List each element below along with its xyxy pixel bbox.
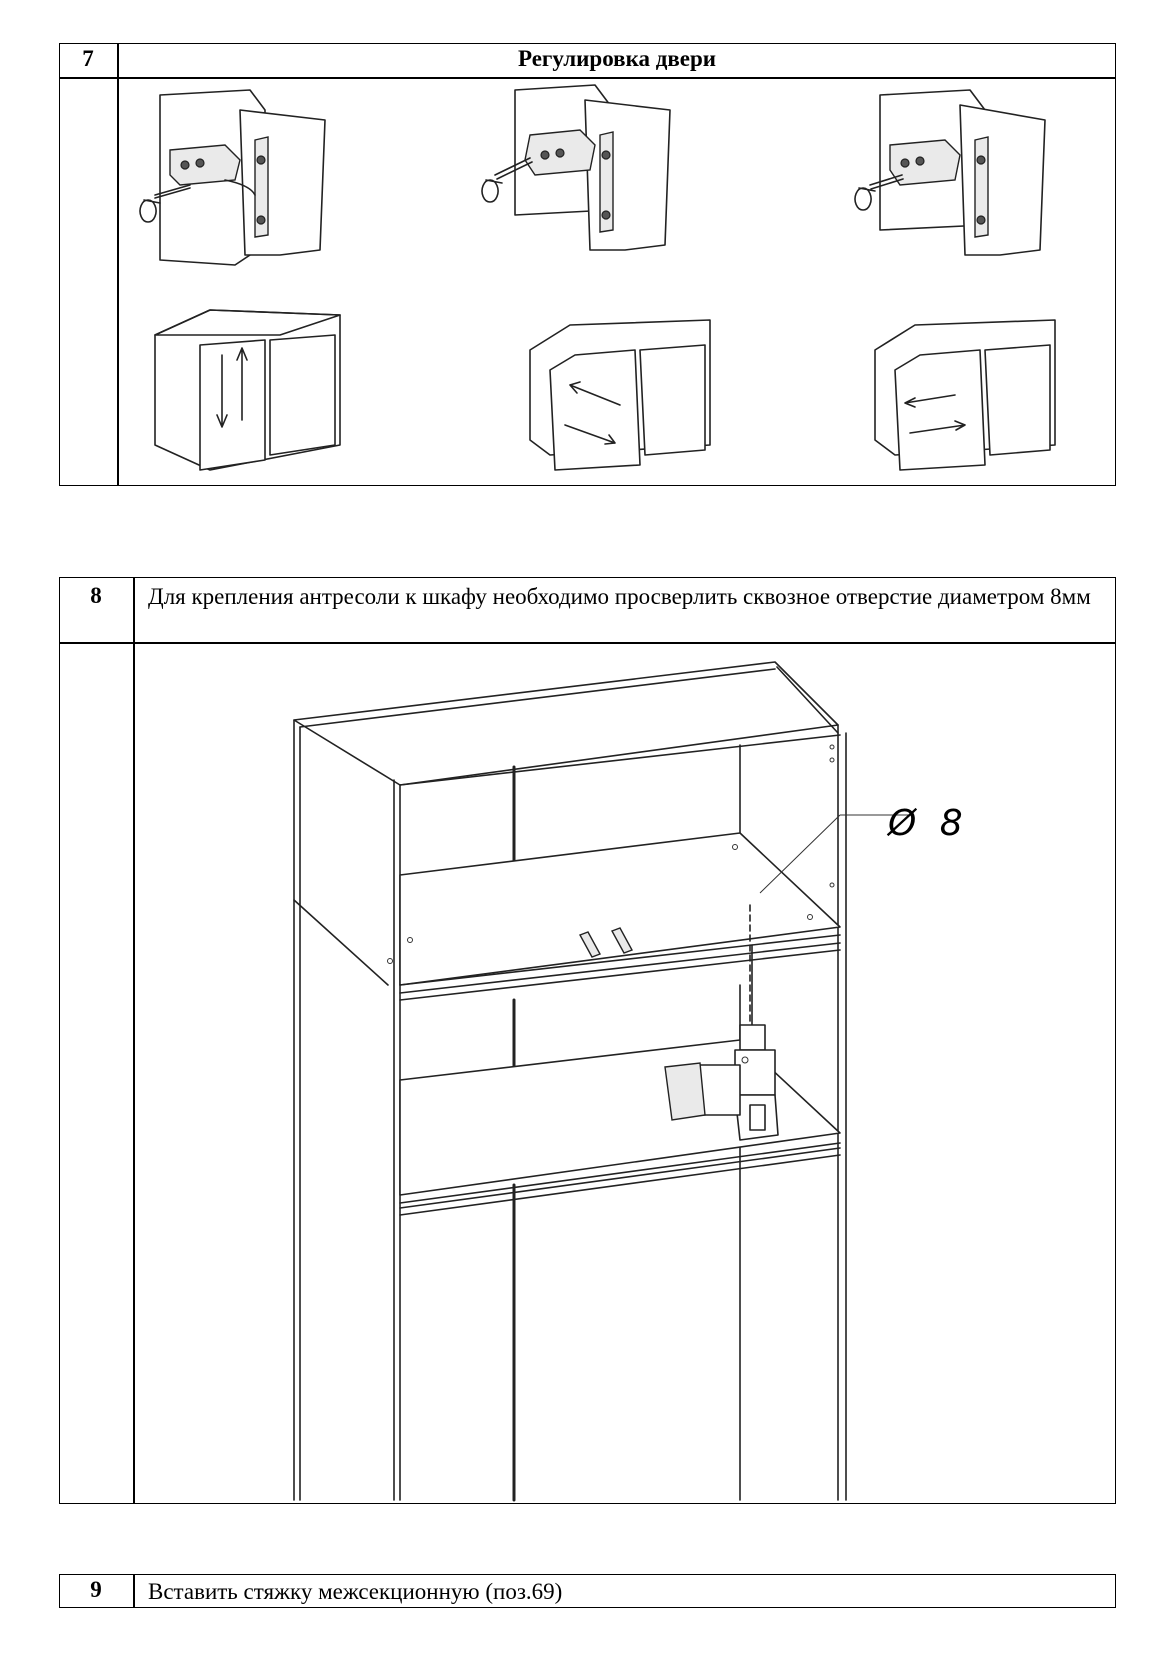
step7-title: Регулировка двери (517, 46, 717, 71)
step8-header-divider (59, 642, 1116, 644)
step9-number: 9 (90, 1577, 102, 1602)
step7-header-divider (59, 77, 1116, 79)
step9-instruction: Вставить стяжку межсекционную (поз.69) (148, 1579, 563, 1604)
door-adjust-illustration-3 (874, 319, 1056, 471)
step8-table (59, 577, 1116, 1504)
step8-instruction: Для крепления антресоли к шкафу необходи… (148, 584, 1091, 609)
hinge-adjust-illustration-3 (854, 89, 1046, 256)
hinge-adjust-illustration-2 (481, 84, 671, 251)
drill-icon (664, 1024, 779, 1141)
step8-column-divider (133, 577, 135, 1504)
cabinet-drilling-illustration (293, 661, 910, 1502)
diameter-label: Ø 8 (888, 803, 969, 844)
step7-number: 7 (82, 46, 94, 71)
door-adjust-illustration-2 (529, 319, 711, 471)
door-adjust-illustration-1 (154, 309, 341, 471)
step7-column-divider (117, 43, 119, 486)
hinge-adjust-illustration-1 (139, 89, 326, 266)
step9-column-divider (133, 1574, 135, 1608)
rotation-arrow-icon (139, 199, 161, 223)
step9-table (59, 1574, 1116, 1608)
step7-table (59, 43, 1116, 486)
step8-number: 8 (90, 583, 102, 608)
